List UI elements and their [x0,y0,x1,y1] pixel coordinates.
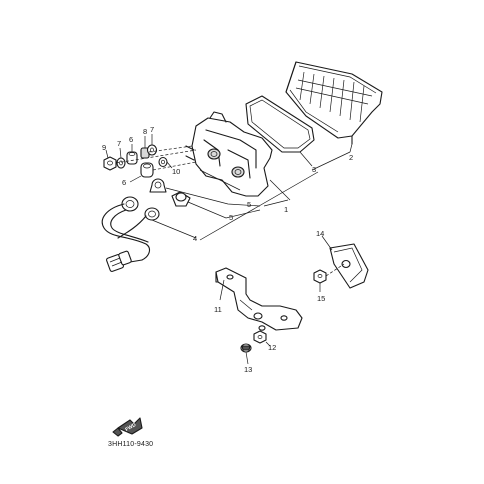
figure-code: 3HH110-9430 [108,441,153,448]
callout-7-left: 7 [117,139,121,148]
callout-labels: 1 2 3 4 5 5 6 6 7 7 8 9 10 11 12 13 14 1… [102,125,353,374]
washer-part-10 [158,156,168,168]
callout-6-lower: 6 [122,178,126,187]
bulb-part-lower [171,191,191,207]
wire-harness-part [101,196,160,272]
nut-part-15 [313,269,327,284]
callout-6-upper: 6 [129,135,133,144]
callout-2: 2 [349,153,353,162]
callout-12: 12 [268,343,276,352]
grommet-part-6-upper [126,151,138,165]
taillight-housing-part [191,111,273,197]
housing-stud [185,145,195,161]
callout-15: 15 [317,294,325,303]
callout-5-upper: 5 [247,200,251,209]
assembly-lines [115,145,197,171]
grommet-part-13 [240,343,252,353]
callout-10: 10 [172,167,180,176]
license-light-part [329,243,369,289]
nut-part-12 [253,330,267,344]
callout-3: 3 [312,165,316,174]
washer-part-7-upper [146,144,158,156]
callout-9: 9 [102,143,106,152]
tail-lens-part [285,61,383,145]
license-bracket-part [215,267,303,331]
callout-4: 4 [193,234,197,243]
forward-arrow-icon: FWD [112,417,143,437]
forward-arrow-label: FWD [124,422,137,433]
callout-11: 11 [214,305,222,314]
callout-1: 1 [284,205,288,214]
bulb-socket-part-upper [149,178,167,193]
lens-gasket-part [245,95,315,153]
grommet-part-6-lower [140,162,154,178]
callout-leaders [105,134,353,365]
washer-part-7 [116,157,126,169]
nut-part-9 [103,156,117,171]
callout-14: 14 [316,229,324,238]
callout-7-right: 7 [150,125,154,134]
callout-13: 13 [244,365,252,374]
callout-8: 8 [143,127,147,136]
callout-5-lower: 5 [229,213,233,222]
